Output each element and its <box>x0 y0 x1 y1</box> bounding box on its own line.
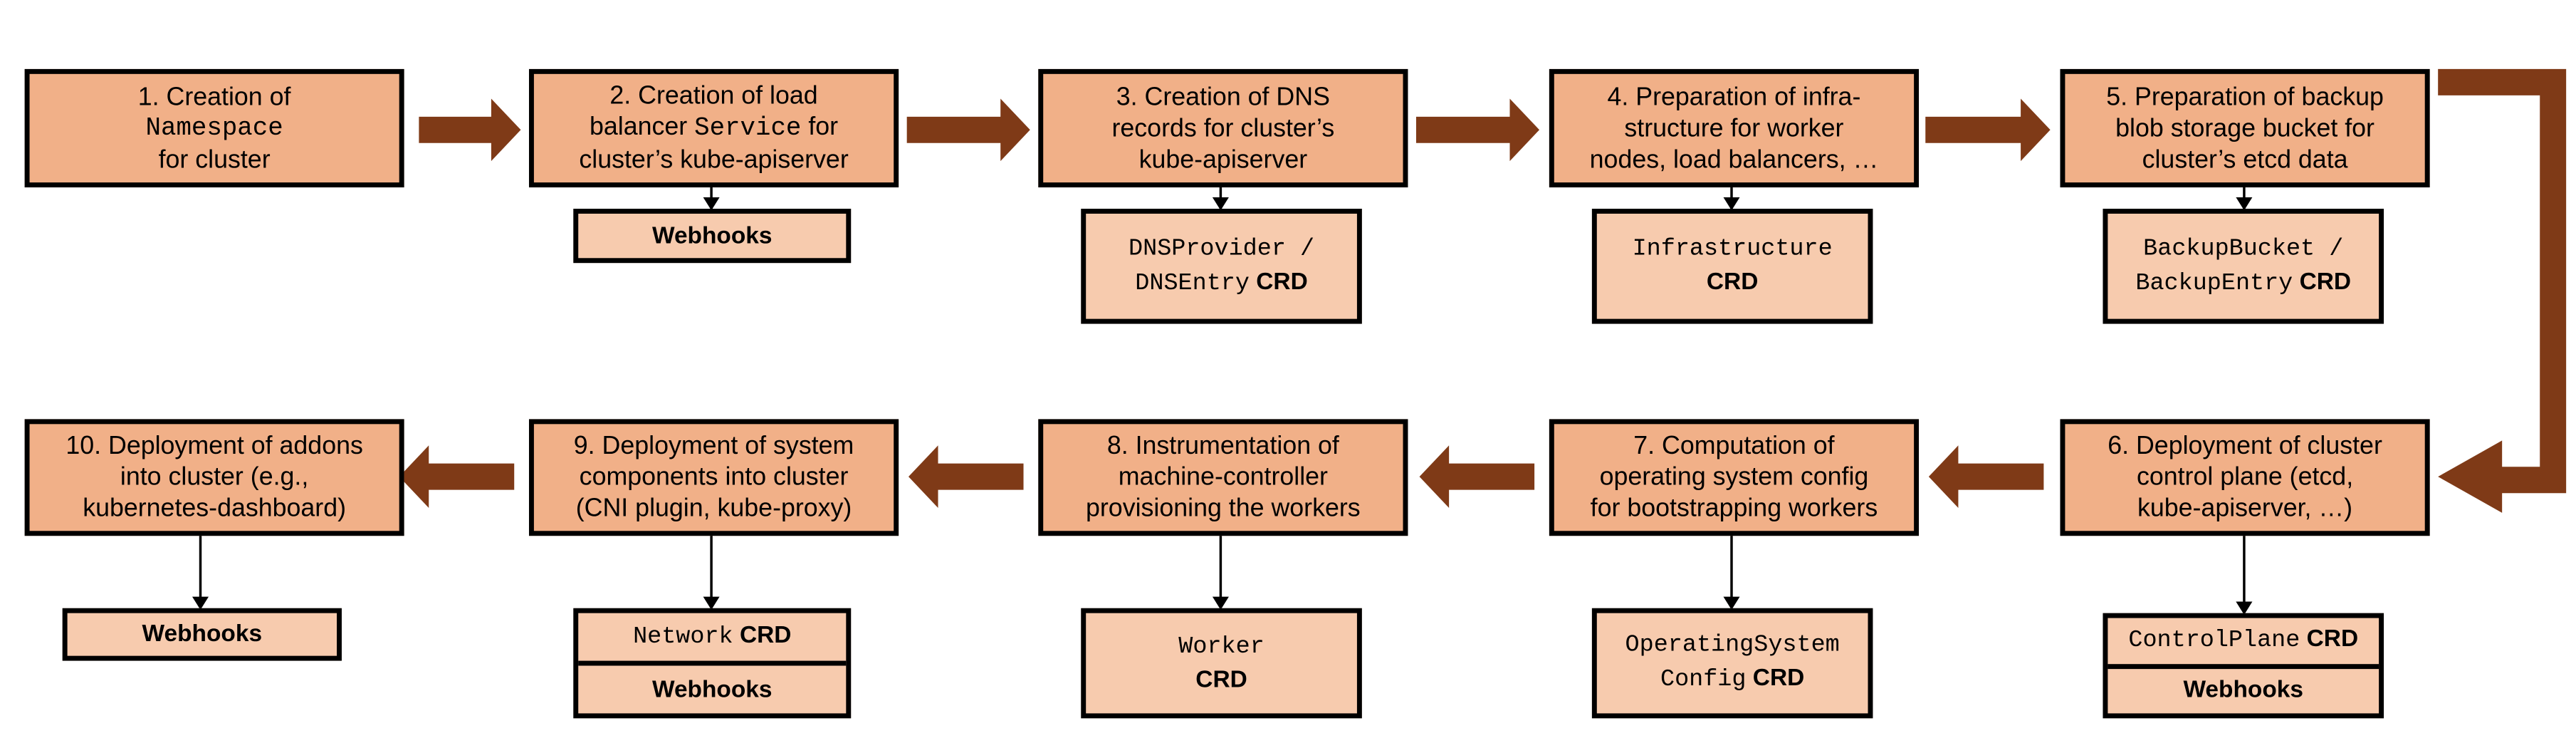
step-6-box: 6. Deployment of cluster control plane (… <box>2060 419 2430 536</box>
flow-arrow-8-9 <box>908 445 1024 508</box>
step-text: provisioning the workers <box>1086 494 1361 523</box>
step-text: for bootstrapping workers <box>1590 494 1878 523</box>
step-text: components into cluster <box>579 463 849 492</box>
step-text: 9. Deployment of system <box>573 432 854 461</box>
step-3-box: 3. Creation of DNS records for cluster’s… <box>1038 68 1408 188</box>
step-text: records for cluster’s <box>1111 114 1335 142</box>
flow-arrow-7-8 <box>1419 445 1535 508</box>
step-5-box: 5. Preparation of backup blob storage bu… <box>2060 68 2430 188</box>
step-text: 8. Instrumentation of <box>1106 432 1339 461</box>
webhooks-label: Webhooks <box>142 621 263 648</box>
step-9-resource: Network CRD Webhooks <box>573 608 852 719</box>
step-2-webhooks: Webhooks <box>573 209 852 264</box>
step-code: Service <box>694 113 802 143</box>
step-1-box: 1. Creation of Namespace for cluster <box>24 68 404 188</box>
step-text: kubernetes-dashboard) <box>83 494 347 523</box>
step-text: 7. Computation of <box>1633 432 1835 461</box>
step-text: 5. Preparation of backup <box>2106 83 2384 111</box>
flow-arrow-9-10 <box>399 445 515 508</box>
crd-label: CRD <box>1752 665 1805 692</box>
step-text: kube-apiserver, …) <box>2137 494 2353 523</box>
crd-label: CRD <box>739 623 792 650</box>
resource-code: ControlPlane <box>2128 628 2300 655</box>
step-text: balancer Service for <box>590 112 838 145</box>
step-text: 4. Preparation of infra- <box>1607 83 1861 111</box>
step-text: 1. Creation of <box>137 83 291 111</box>
flow-arrow-2-3 <box>906 98 1030 162</box>
step-10-webhooks: Webhooks <box>62 608 342 661</box>
step-text: 2. Creation of load <box>609 82 818 110</box>
step-7-box: 7. Computation of operating system confi… <box>1549 419 1920 536</box>
step-text: kube-apiserver <box>1138 145 1308 174</box>
step-text: nodes, load balancers, … <box>1589 145 1879 174</box>
step-text: cluster’s kube-apiserver <box>579 146 849 175</box>
resource-code: Infrastructure <box>1632 237 1833 264</box>
step-10-box: 10. Deployment of addons into cluster (e… <box>24 419 404 536</box>
text: balancer <box>589 113 695 142</box>
step-text: 6. Deployment of cluster <box>2108 432 2382 461</box>
step-text: 10. Deployment of addons <box>66 432 363 461</box>
resource-code: Config <box>1660 667 1747 694</box>
step-2-box: 2. Creation of load balancer Service for… <box>528 68 899 188</box>
step-text: 3. Creation of DNS <box>1116 83 1330 111</box>
step-text: structure for worker <box>1624 114 1844 142</box>
resource-code: BackupBucket / <box>2143 236 2344 263</box>
flow-arrow-3-4 <box>1415 98 1540 162</box>
crd-label: CRD <box>2306 626 2359 653</box>
text: for <box>801 113 839 142</box>
step-8-resource: Worker CRD <box>1081 608 1362 719</box>
step-6-resource: ControlPlane CRD Webhooks <box>2103 613 2384 719</box>
step-5-resource: BackupBucket / BackupEntry CRD <box>2103 209 2384 324</box>
flow-arrow-5-6 <box>2438 68 2567 513</box>
step-7-resource: OperatingSystem Config CRD <box>1591 608 1873 719</box>
resource-code: BackupEntry <box>2135 270 2293 297</box>
step-9-box: 9. Deployment of system components into … <box>528 419 899 536</box>
crd-label: CRD <box>1706 269 1759 296</box>
crd-label: CRD <box>2299 269 2352 296</box>
step-4-box: 4. Preparation of infra- structure for w… <box>1549 68 1920 188</box>
resource-code: Network <box>633 624 733 651</box>
crd-label: CRD <box>1195 666 1247 693</box>
step-text: into cluster (e.g., <box>120 463 309 492</box>
step-text: machine-controller <box>1118 463 1328 492</box>
step-text: blob storage bucket for <box>2115 114 2375 142</box>
step-text: control plane (etcd, <box>2136 463 2354 492</box>
webhooks-label: Webhooks <box>651 222 773 249</box>
step-text: for cluster <box>158 145 271 174</box>
flow-arrow-4-5 <box>1925 98 2051 162</box>
step-text: cluster’s etcd data <box>2142 145 2348 174</box>
resource-code: DNSProvider / <box>1129 236 1315 263</box>
step-text: (CNI plugin, kube-proxy) <box>575 494 852 523</box>
flow-arrow-6-7 <box>1928 445 2044 508</box>
step-4-resource: Infrastructure CRD <box>1591 209 1873 324</box>
crd-label: CRD <box>1256 269 1308 296</box>
step-text: operating system config <box>1599 463 1869 492</box>
webhooks-label: Webhooks <box>578 660 847 714</box>
resource-code: OperatingSystem <box>1625 633 1840 660</box>
resource-code: DNSEntry <box>1135 270 1250 297</box>
flow-arrow-1-2 <box>419 98 521 162</box>
webhooks-label: Webhooks <box>2108 663 2379 713</box>
step-code: Namespace <box>145 113 283 142</box>
step-8-box: 8. Instrumentation of machine-controller… <box>1038 419 1408 536</box>
resource-code: Worker <box>1178 633 1265 660</box>
step-3-resource: DNSProvider / DNSEntry CRD <box>1081 209 1362 324</box>
